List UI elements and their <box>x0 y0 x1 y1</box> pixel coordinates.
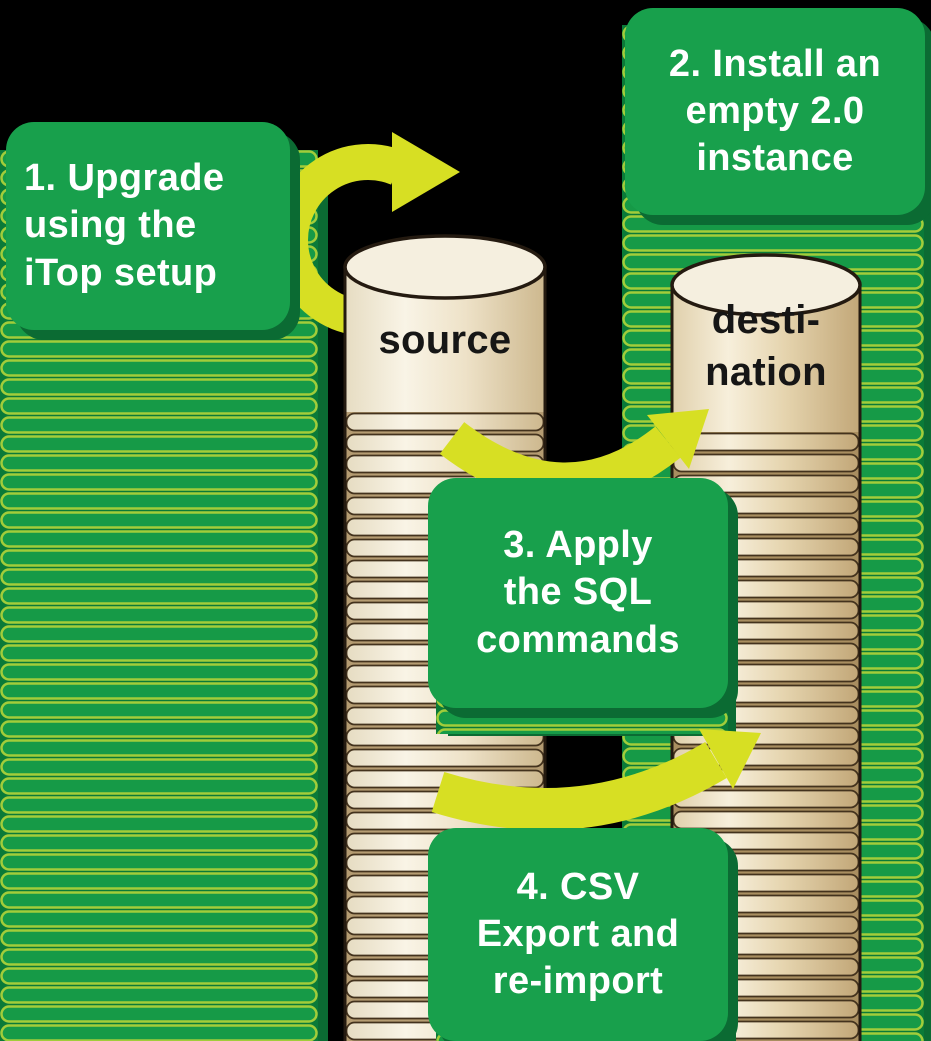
step-3-box: 3. Apply the SQL commands <box>428 478 728 708</box>
step-3-line-3: commands <box>476 618 680 661</box>
step-1-box: 1. Upgrade using the iTop setup <box>6 122 290 330</box>
destination-label-line-2: nation <box>705 350 827 394</box>
destination-database-label: desti- nation <box>672 294 860 398</box>
step-3-line-2: the SQL <box>503 571 653 614</box>
step-4-box: 4. CSV Export and re-import <box>428 828 728 1041</box>
step-4-line-1: 4. CSV <box>516 865 640 908</box>
step-4-line-3: re-import <box>492 960 664 1003</box>
csv-transfer-arrow-icon <box>431 729 761 831</box>
step-3-line-1: 3. Apply <box>503 524 653 567</box>
source-database-label: source <box>378 318 512 362</box>
step-1-line-2: using the <box>24 204 197 247</box>
step-1-line-1: 1. Upgrade <box>24 157 225 200</box>
step-2-line-2: empty 2.0 <box>685 89 865 132</box>
step-2-box: 2. Install an empty 2.0 instance <box>625 8 925 215</box>
destination-label-line-1: desti- <box>711 298 821 342</box>
step-4-line-2: Export and <box>476 912 680 955</box>
step-2-line-3: instance <box>696 137 854 180</box>
step-2-line-1: 2. Install an <box>668 42 882 85</box>
step-1-line-3: iTop setup <box>24 251 218 294</box>
